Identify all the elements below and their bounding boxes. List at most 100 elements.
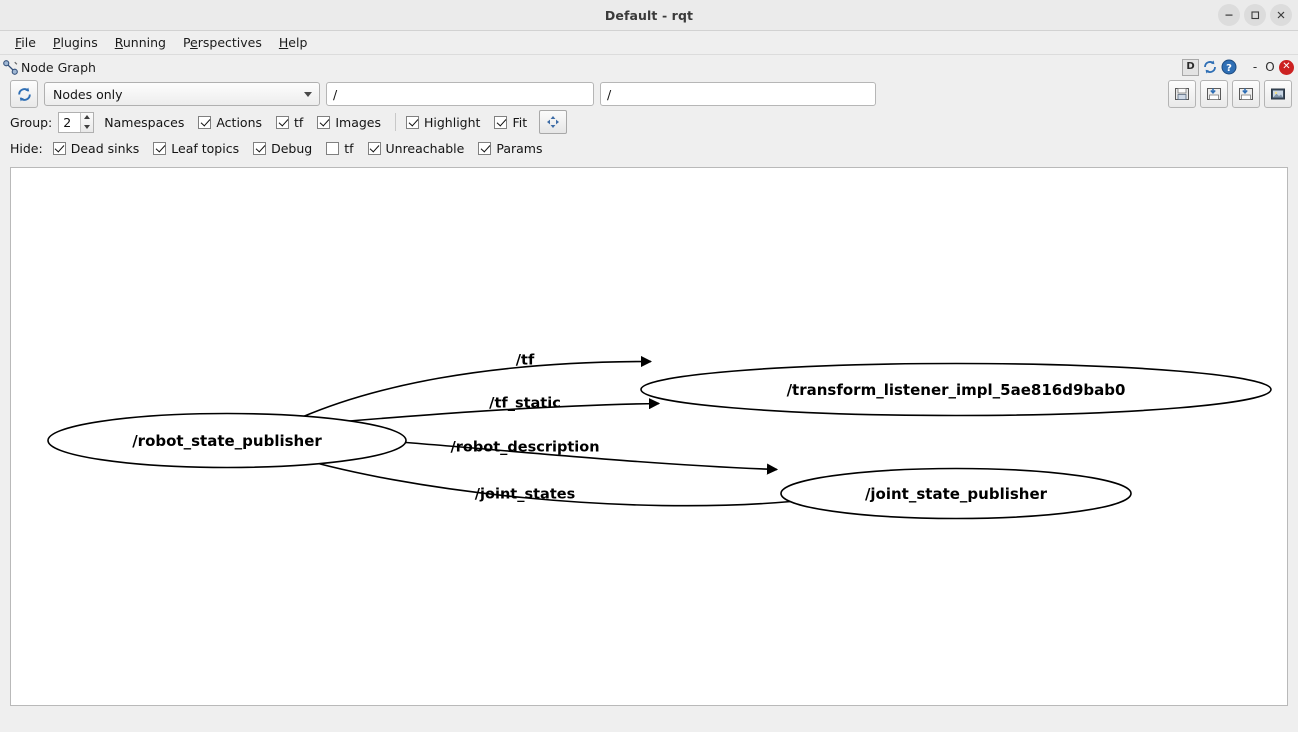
save-image-icon [1271, 88, 1285, 100]
folder-open-icon [1175, 88, 1189, 100]
close-button[interactable] [1270, 4, 1292, 26]
node-joint-state-publisher-shape[interactable] [780, 467, 1132, 520]
save-dot-button[interactable] [1200, 80, 1228, 108]
graph-toolbar: Nodes only / / [0, 79, 1298, 109]
edge-tf[interactable] [300, 355, 653, 419]
checkbox-highlight-box[interactable] [406, 115, 419, 129]
load-dot-button[interactable] [1168, 80, 1196, 108]
hide-dead-sinks[interactable]: Dead sinks [52, 140, 140, 156]
checkbox-actions[interactable]: Actions [198, 115, 262, 130]
hide-dead-sinks-label: Dead sinks [70, 140, 140, 156]
panel-close-button[interactable]: ✕ [1279, 59, 1294, 75]
node-joint-state-publisher-label: /joint_state_publisher [865, 485, 1048, 503]
minimize-button[interactable] [1218, 4, 1240, 26]
node-robot-state-publisher-label: /robot_state_publisher [132, 432, 322, 450]
node-transform-listener[interactable]: /transform_listener_impl_5ae816d9bab0 [640, 362, 1272, 417]
fit-in-view-icon [547, 116, 560, 128]
hide-params[interactable]: Params [478, 141, 542, 156]
checkbox-fit-box[interactable] [494, 115, 508, 129]
panel-maximize-button[interactable]: O [1265, 60, 1275, 74]
refresh-graph-icon [17, 87, 31, 101]
checkbox-highlight-label: Highlight [424, 114, 481, 130]
menu-plugins[interactable]: Plugins [52, 35, 98, 50]
menu-file[interactable]: File [15, 35, 36, 50]
graph-edge-labels: /tf /tf_static /robot_description /joint… [450, 353, 599, 503]
menu-help[interactable]: Help [278, 35, 308, 50]
edge-joint-states[interactable] [281, 451, 792, 507]
node-graph-canvas[interactable]: /tf /tf_static /robot_description /joint… [10, 167, 1288, 706]
hide-leaf-topics-box[interactable] [153, 141, 167, 155]
dock-toggle-button[interactable]: D [1182, 58, 1199, 76]
checkbox-images[interactable]: Images [317, 115, 381, 130]
window-controls [1218, 0, 1292, 30]
panel-title-group: Node Graph [2, 59, 96, 76]
save-image-button[interactable] [1264, 80, 1292, 108]
hide-unreachable[interactable]: Unreachable [367, 140, 465, 156]
node-robot-state-publisher[interactable]: /robot_state_publisher [47, 412, 407, 469]
graph-options-row: Group: 2 Namespaces Actions tf Images Hi… [0, 109, 1298, 135]
node-transform-listener-label: /transform_listener_impl_5ae816d9bab0 [787, 381, 1126, 399]
checkbox-tf-label: tf [294, 114, 304, 130]
svg-text:?: ? [1226, 63, 1232, 74]
checkbox-highlight[interactable]: Highlight [406, 115, 480, 130]
hide-options-row: Hide: Dead sinks Leaf topics Debug tf Un… [0, 135, 1298, 161]
node-filter-input[interactable]: / [600, 82, 876, 106]
panel-title-text: Node Graph [21, 59, 96, 75]
save-svg-icon [1239, 88, 1253, 100]
node-joint-state-publisher[interactable]: /joint_state_publisher [780, 467, 1132, 520]
save-dot-icon [1207, 88, 1221, 100]
spinner-down-icon [84, 124, 91, 129]
graph-type-value: Nodes only [53, 86, 123, 102]
checkbox-actions-box[interactable] [198, 115, 212, 129]
hide-debug[interactable]: Debug [253, 141, 312, 156]
maximize-icon [1251, 11, 1260, 20]
hide-debug-box[interactable] [253, 141, 267, 155]
close-icon [1277, 11, 1285, 19]
hide-unreachable-box[interactable] [367, 141, 381, 155]
hide-tf-box[interactable] [326, 141, 340, 155]
graph-export-buttons [1168, 80, 1292, 108]
chevron-down-icon [304, 91, 312, 97]
graph-type-combobox[interactable]: Nodes only [44, 82, 320, 106]
checkbox-fit-label: Fit [512, 114, 528, 130]
refresh-icon[interactable] [1202, 59, 1218, 75]
checkbox-fit[interactable]: Fit [494, 115, 527, 130]
edge-label-tf-static: /tf_static [489, 396, 561, 412]
refresh-graph-button[interactable] [10, 80, 38, 108]
graph-svg: /tf /tf_static /robot_description /joint… [47, 353, 1272, 520]
save-svg-button[interactable] [1232, 80, 1260, 108]
node-robot-state-publisher-shape[interactable] [47, 412, 407, 469]
hide-params-label: Params [496, 140, 543, 156]
hide-unreachable-label: Unreachable [385, 140, 465, 156]
graph-nodes: /robot_state_publisher /transform_listen… [47, 362, 1272, 520]
checkbox-tf[interactable]: tf [276, 115, 303, 130]
hide-leaf-topics-label: Leaf topics [171, 140, 240, 156]
checkbox-images-box[interactable] [317, 115, 331, 129]
checkbox-images-label: Images [335, 114, 381, 130]
minimize-icon [1225, 14, 1233, 16]
checkbox-actions-label: Actions [216, 114, 263, 130]
hide-label: Hide: [10, 140, 43, 156]
maximize-button[interactable] [1244, 4, 1266, 26]
titlebar: Default - rqt [0, 0, 1298, 31]
node-transform-listener-shape[interactable] [640, 362, 1272, 417]
hide-dead-sinks-box[interactable] [52, 141, 66, 155]
fit-in-view-button[interactable] [539, 110, 568, 134]
window-title: Default - rqt [604, 7, 694, 23]
menu-running[interactable]: Running [114, 35, 166, 50]
hide-debug-label: Debug [271, 140, 313, 156]
help-icon[interactable]: ? [1221, 59, 1237, 75]
hide-leaf-topics[interactable]: Leaf topics [153, 141, 239, 156]
hide-params-box[interactable] [478, 141, 492, 155]
checkbox-tf-box[interactable] [276, 115, 290, 129]
panel-minimize-button[interactable]: - [1252, 60, 1258, 74]
topic-filter-input[interactable]: / [326, 82, 594, 106]
edge-tf-static[interactable] [306, 398, 661, 426]
group-spinbox[interactable]: 2 [58, 111, 95, 133]
hide-tf[interactable]: tf [326, 141, 354, 156]
spinner-arrows[interactable] [80, 112, 94, 132]
menu-perspectives[interactable]: Perspectives [182, 35, 262, 50]
menubar: File Plugins Running Perspectives Help [0, 31, 1298, 55]
edge-label-robot-description: /robot_description [450, 440, 599, 456]
